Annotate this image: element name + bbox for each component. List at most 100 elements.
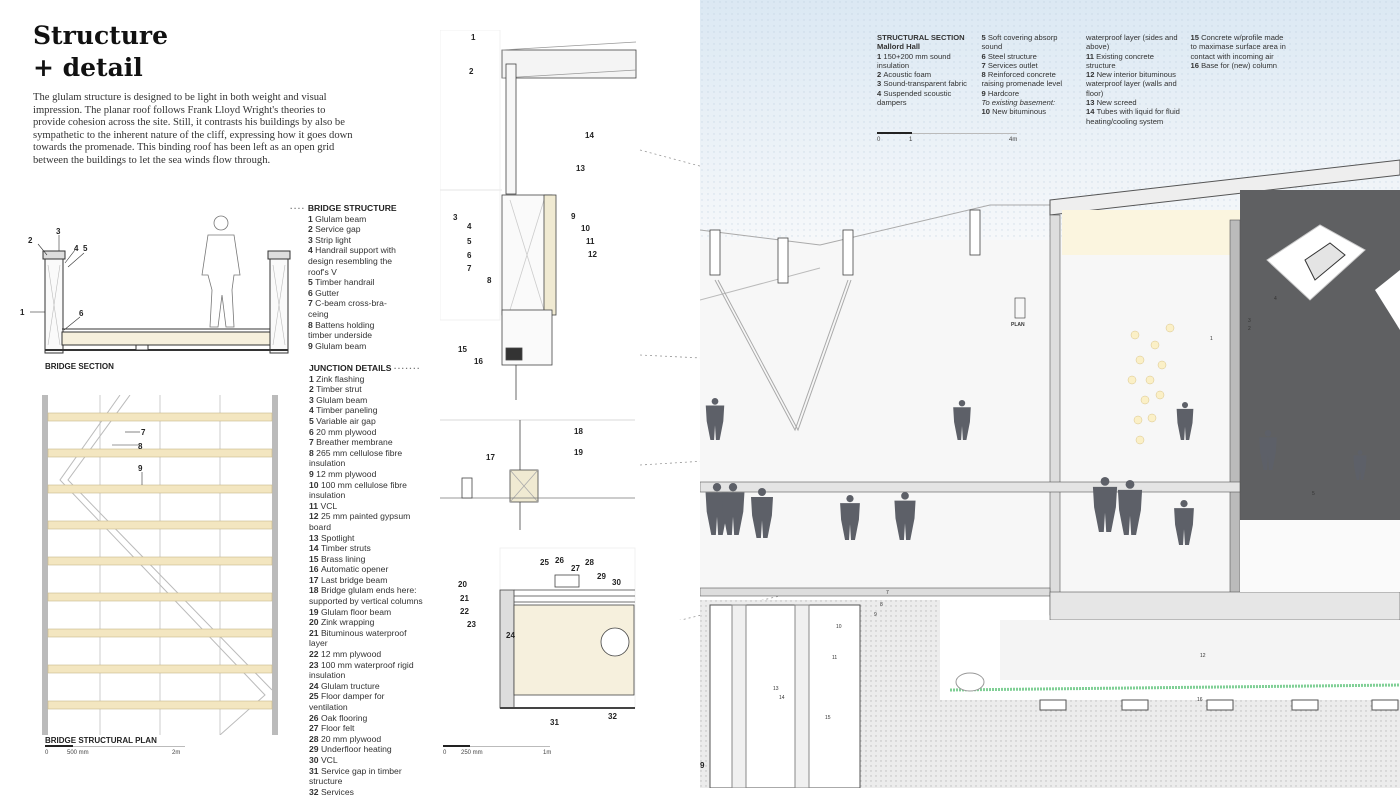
legend-text: Service gap [315, 224, 361, 235]
legend-number: 9 [309, 468, 317, 479]
person-outline-figure [201, 215, 241, 328]
page-title: Structure+ detail [33, 20, 168, 84]
legend-item: 19 Glulam floor beam [309, 607, 424, 618]
legend-text: Timber strut [316, 384, 362, 395]
legend-item: 5 Soft covering absorp sound [982, 33, 1079, 52]
legend-text: Glulam tructure [320, 680, 380, 691]
callout-27: 27 [571, 564, 580, 573]
legend-text: Acoustic foam [883, 70, 932, 80]
legend-text: Variable air gap [316, 415, 376, 426]
legend-text: Zink flashing [316, 373, 365, 384]
legend-item: 2 Acoustic foam [877, 70, 974, 79]
legend-text: New interior bituminous waterproof layer… [1086, 70, 1177, 98]
legend-text: New bituminous [992, 107, 1047, 117]
people-silhouettes [705, 398, 1367, 545]
legend-number: 1 [309, 373, 317, 384]
legend-number: 25 [309, 691, 321, 702]
callout-4: 4 [467, 222, 472, 231]
legend-item: 1 Glulam beam [308, 214, 400, 225]
legend-text: Timber handrail [315, 277, 375, 288]
person-silhouette [894, 492, 916, 540]
legend-number: 4 [309, 405, 317, 416]
structural-section-legend: STRUCTURAL SECTION Mallord Hall 1 150+20… [877, 33, 1287, 126]
callout-6: 6 [467, 251, 472, 260]
legend-text: 25 mm painted gypsum board [309, 511, 411, 532]
legend-number: 16 [1190, 60, 1202, 70]
section-callout: 12 [1200, 653, 1206, 659]
callout-3: 3 [453, 213, 458, 222]
section-callout: 13 [773, 686, 779, 692]
legend-text: Tubes with liquid for fluid heating/cool… [1086, 107, 1180, 126]
legend-item: 7 Services outlet [982, 61, 1079, 70]
glulam-beam [47, 556, 273, 566]
callout-17: 17 [486, 453, 495, 462]
legend-text: Glulam floor beam [320, 606, 392, 617]
legend-text: Handrail support with design resembling … [308, 245, 396, 277]
callout-12: 12 [588, 250, 597, 259]
section-callout: 5 [1312, 491, 1315, 497]
legend-number: 20 [309, 617, 321, 628]
legend-number: 2 [309, 384, 317, 395]
person-silhouette [1174, 500, 1194, 545]
callout-25: 25 [540, 558, 549, 567]
person-silhouette [1176, 402, 1194, 440]
glulam-beam [47, 628, 273, 638]
legend-number: 5 [309, 415, 317, 426]
legend-item: 12 New interior bituminous waterproof la… [1086, 70, 1183, 98]
intro-paragraph: The glulam structure is designed to be l… [33, 92, 353, 166]
callout-31: 31 [550, 718, 559, 727]
legend-text: Existing concrete structure [1086, 51, 1154, 70]
glulam-beam [47, 664, 273, 674]
callout-8: 8 [487, 276, 492, 285]
legend-item: 20 Zink wrapping [309, 617, 424, 628]
legend-number: 30 [309, 754, 321, 765]
callout-32: 32 [608, 712, 617, 721]
legend-number: 13 [309, 532, 321, 543]
legend-text: 150+200 mm sound insulation [877, 51, 951, 70]
legend-text: Battens holding timber underside [308, 319, 375, 341]
callout-7: 7 [467, 264, 472, 273]
legend-item: 17 Last bridge beam [309, 575, 424, 586]
legend-text: Glulam beam [315, 213, 367, 224]
legend-number: 8 [308, 319, 316, 330]
legend-number: 4 [308, 245, 316, 256]
callout-11: 11 [586, 237, 595, 246]
callout-18: 18 [574, 427, 583, 436]
legend-item: 4 Suspended scoustic dampers [877, 89, 974, 108]
legend-number: 8 [981, 70, 988, 80]
legend-text: 12 mm plywood [320, 649, 382, 660]
legend-number: 1 [308, 213, 316, 224]
legend-number: 3 [877, 79, 884, 89]
section-callout: 9 [874, 612, 877, 618]
legend-text: Hardcore [987, 88, 1020, 98]
callout-16: 16 [474, 357, 483, 366]
callout-13: 13 [576, 164, 585, 173]
legend-text: Timber struts [320, 543, 371, 554]
junction-scale-bar: 0 250 mm 1m [443, 745, 551, 756]
title-line-2: + detail [33, 53, 143, 82]
legend-number: 28 [309, 733, 321, 744]
legend-item: 31 Service gap in timber structure [309, 766, 424, 787]
callout-6: 6 [79, 309, 84, 318]
legend-text: Glulam beam [316, 394, 368, 405]
callout-9: 9 [138, 464, 143, 473]
legend-number: 31 [309, 765, 321, 776]
callout-3: 3 [56, 227, 61, 236]
legend-number: 2 [877, 70, 884, 80]
section-callout: 11 [832, 655, 837, 661]
legend-text: waterproof layer (sides and above) [1086, 33, 1178, 52]
legend-number: 22 [309, 649, 321, 660]
legend-number: 7 [309, 437, 317, 448]
callout-4: 4 [74, 244, 79, 253]
bridge-section-caption: BRIDGE SECTION [45, 362, 114, 371]
legend-text: Underfloor heating [320, 744, 392, 755]
legend-text: Bridge glulam ends here: supported by ve… [309, 585, 423, 607]
section-callout: 10 [836, 624, 842, 630]
legend-item: 14 Tubes with liquid for fluid heating/c… [1086, 107, 1183, 126]
legend-number: 32 [309, 786, 321, 797]
legend-number: 3 [309, 394, 317, 405]
section-callout: 7 [886, 590, 889, 596]
pendant-lamps [1127, 323, 1175, 445]
legend-item: 8 Battens holding timber underside [308, 320, 400, 341]
